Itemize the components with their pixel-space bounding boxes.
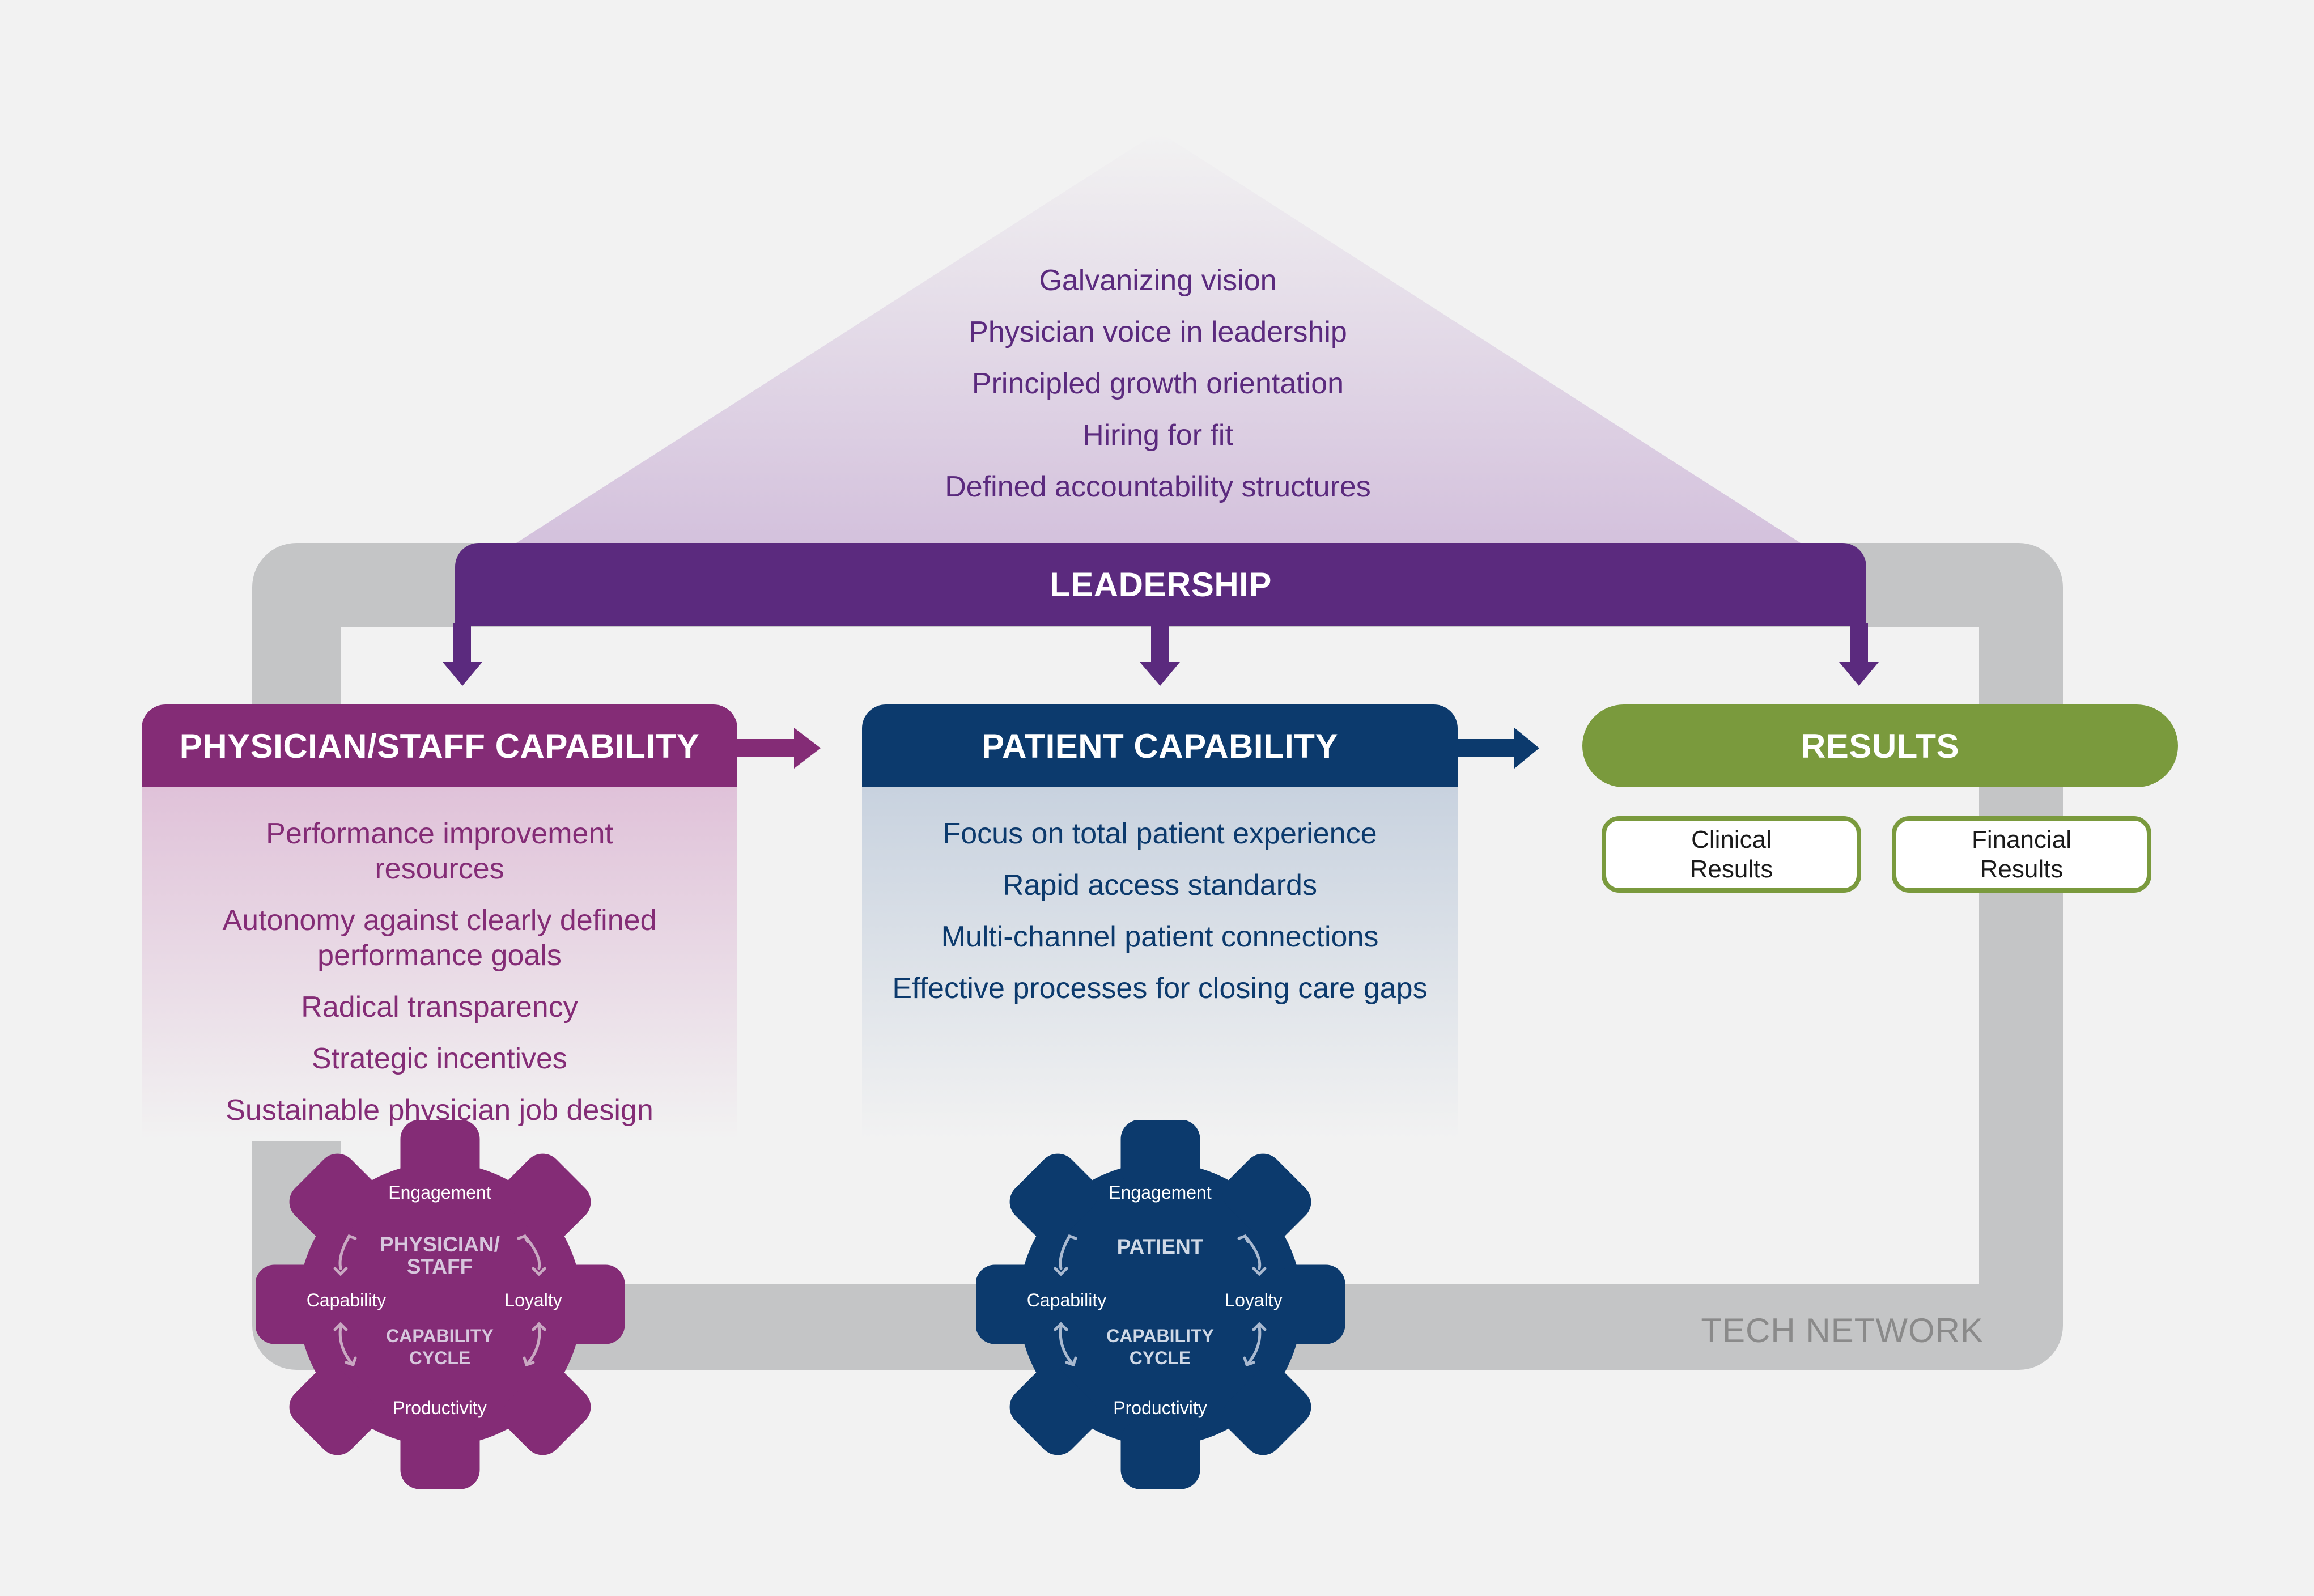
patient-title: PATIENT CAPABILITY	[982, 727, 1338, 765]
gear-productivity-label: Productivity	[393, 1398, 487, 1418]
leadership-title: LEADERSHIP	[1050, 565, 1272, 604]
patient-item: Focus on total patient experience	[942, 817, 1377, 850]
results-header: RESULTS	[1582, 704, 2178, 787]
gear-title-line1: PHYSICIAN/	[380, 1233, 500, 1256]
gear-capability-label: Capability	[306, 1290, 387, 1310]
gear-capability-label: Capability	[1026, 1290, 1107, 1310]
physician-staff-item: Strategic incentives	[312, 1042, 567, 1075]
physician-staff-panel	[142, 787, 737, 1141]
gear-title: PATIENT	[1117, 1236, 1204, 1258]
physician-to-patient-arrow	[736, 728, 821, 769]
gear-icon	[255, 1119, 625, 1489]
physician-staff-header: PHYSICIAN/STAFF CAPABILITY	[142, 704, 737, 787]
gear-engagement-label: Engagement	[1109, 1182, 1212, 1203]
patient-item: Multi-channel patient connections	[941, 920, 1379, 953]
leadership-item: Galvanizing vision	[1039, 264, 1277, 297]
clinical-results-line1: Clinical	[1691, 825, 1772, 854]
cycle-arrows	[333, 1234, 546, 1367]
gear-subtitle: CAPABILITY CYCLE	[386, 1325, 494, 1369]
gear-title-line1: PATIENT	[1116, 1235, 1204, 1258]
gear-loyalty-label: Loyalty	[1225, 1290, 1283, 1310]
leadership-header: LEADERSHIP	[455, 543, 1866, 626]
leadership-item: Principled growth orientation	[971, 367, 1344, 400]
patient-header: PATIENT CAPABILITY	[862, 704, 1458, 787]
leadership-roof	[502, 131, 1815, 552]
tech-network-label: TECH NETWORK	[1701, 1311, 1984, 1349]
leadership-arrow-right	[1839, 623, 1879, 686]
clinical-results-line2: Results	[1689, 855, 1773, 883]
physician-staff-list: Performance improvement resources Autono…	[142, 816, 737, 1144]
physician-staff-gear: Engagement Capability Loyalty Productivi…	[255, 1119, 625, 1489]
leadership-arrow-center	[1140, 623, 1180, 686]
results-title: RESULTS	[1801, 727, 1960, 765]
physician-staff-title: PHYSICIAN/STAFF CAPABILITY	[179, 727, 700, 765]
gear-teeth	[975, 1119, 1345, 1489]
cycle-arrows	[1054, 1234, 1267, 1367]
gear-subtitle: CAPABILITY CYCLE	[1106, 1325, 1214, 1369]
financial-results-box: Financial Results	[1892, 816, 2151, 893]
patient-item: Effective processes for closing care gap…	[892, 972, 1428, 1005]
gear-title: PHYSICIAN/ STAFF	[380, 1233, 500, 1277]
gear-subtitle-line2: CYCLE	[1129, 1348, 1191, 1368]
gear-title-line2: STAFF	[406, 1255, 473, 1278]
physician-staff-item: Performance improvement resources	[266, 817, 613, 885]
leadership-item: Hiring for fit	[1082, 419, 1233, 452]
physician-staff-item: Radical transparency	[301, 991, 578, 1024]
gear-loyalty-label: Loyalty	[504, 1290, 562, 1310]
physician-staff-item: Autonomy against clearly defined perform…	[222, 904, 657, 972]
gear-engagement-label: Engagement	[388, 1182, 491, 1203]
patient-gear: Engagement Capability Loyalty Productivi…	[975, 1119, 1345, 1489]
leadership-arrow-left	[443, 623, 482, 686]
financial-results-line2: Results	[1980, 855, 2064, 883]
patient-to-results-arrow	[1457, 728, 1539, 769]
patient-item: Rapid access standards	[1003, 869, 1317, 902]
gear-teeth	[255, 1119, 625, 1489]
clinical-results-box: Clinical Results	[1602, 816, 1861, 893]
gear-subtitle-line2: CYCLE	[409, 1348, 471, 1368]
financial-results-line1: Financial	[1971, 825, 2072, 854]
leadership-attributes-list: Galvanizing vision Physician voice in le…	[680, 255, 1636, 513]
gear-productivity-label: Productivity	[1113, 1398, 1207, 1418]
leadership-item: Defined accountability structures	[945, 470, 1371, 503]
leadership-item: Physician voice in leadership	[969, 316, 1347, 349]
patient-panel	[862, 787, 1458, 1141]
gear-subtitle-line1: CAPABILITY	[386, 1326, 494, 1346]
gear-icon	[975, 1119, 1345, 1489]
gear-subtitle-line1: CAPABILITY	[1106, 1326, 1214, 1346]
patient-list: Focus on total patient experience Rapid …	[862, 816, 1458, 1022]
